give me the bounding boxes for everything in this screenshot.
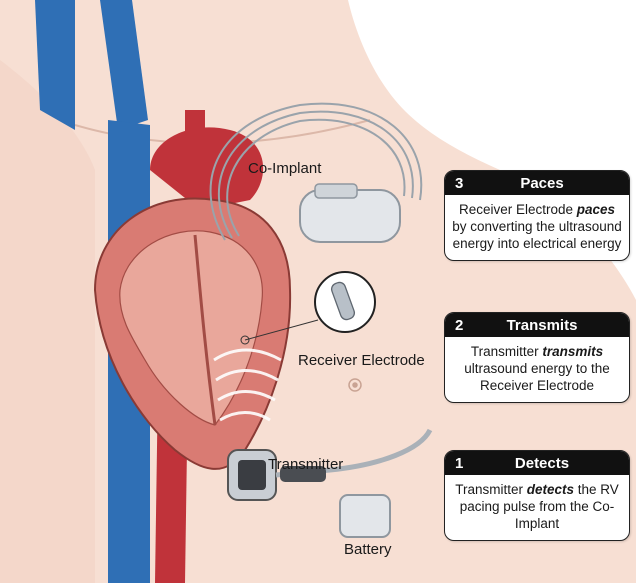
receiver-electrode-label: Receiver Electrode bbox=[298, 352, 425, 369]
step-text-after: ultrasound energy to the Receiver Electr… bbox=[464, 361, 610, 393]
step-text-after: by converting the ultrasound energy into… bbox=[452, 219, 622, 251]
battery-device bbox=[340, 495, 390, 537]
step-header: 2 Transmits bbox=[445, 313, 629, 337]
step-card-paces: 3 Paces Receiver Electrode paces by conv… bbox=[444, 170, 630, 261]
step-keyword: detects bbox=[527, 482, 574, 497]
step-card-transmits: 2 Transmits Transmitter transmits ultras… bbox=[444, 312, 630, 403]
step-title: Transmits bbox=[481, 317, 629, 334]
step-card-detects: 1 Detects Transmitter detects the RV pac… bbox=[444, 450, 630, 541]
step-text-before: Transmitter bbox=[455, 482, 527, 497]
step-number: 1 bbox=[445, 455, 481, 472]
step-text-before: Transmitter bbox=[471, 344, 543, 359]
transmitter-label: Transmitter bbox=[268, 456, 343, 473]
step-keyword: transmits bbox=[542, 344, 603, 359]
step-description: Transmitter detects the RV pacing pulse … bbox=[445, 475, 629, 540]
step-title: Paces bbox=[481, 175, 629, 192]
step-header: 1 Detects bbox=[445, 451, 629, 475]
step-header: 3 Paces bbox=[445, 171, 629, 195]
step-text-before: Receiver Electrode bbox=[459, 202, 577, 217]
step-description: Transmitter transmits ultrasound energy … bbox=[445, 337, 629, 402]
step-description: Receiver Electrode paces by converting t… bbox=[445, 195, 629, 260]
co-implant-header bbox=[315, 184, 357, 198]
step-number: 3 bbox=[445, 175, 481, 192]
transmitter-core bbox=[238, 460, 266, 490]
step-title: Detects bbox=[481, 455, 629, 472]
step-keyword: paces bbox=[577, 202, 615, 217]
step-number: 2 bbox=[445, 317, 481, 334]
co-implant-label: Co-Implant bbox=[248, 160, 321, 177]
battery-label: Battery bbox=[344, 541, 392, 558]
